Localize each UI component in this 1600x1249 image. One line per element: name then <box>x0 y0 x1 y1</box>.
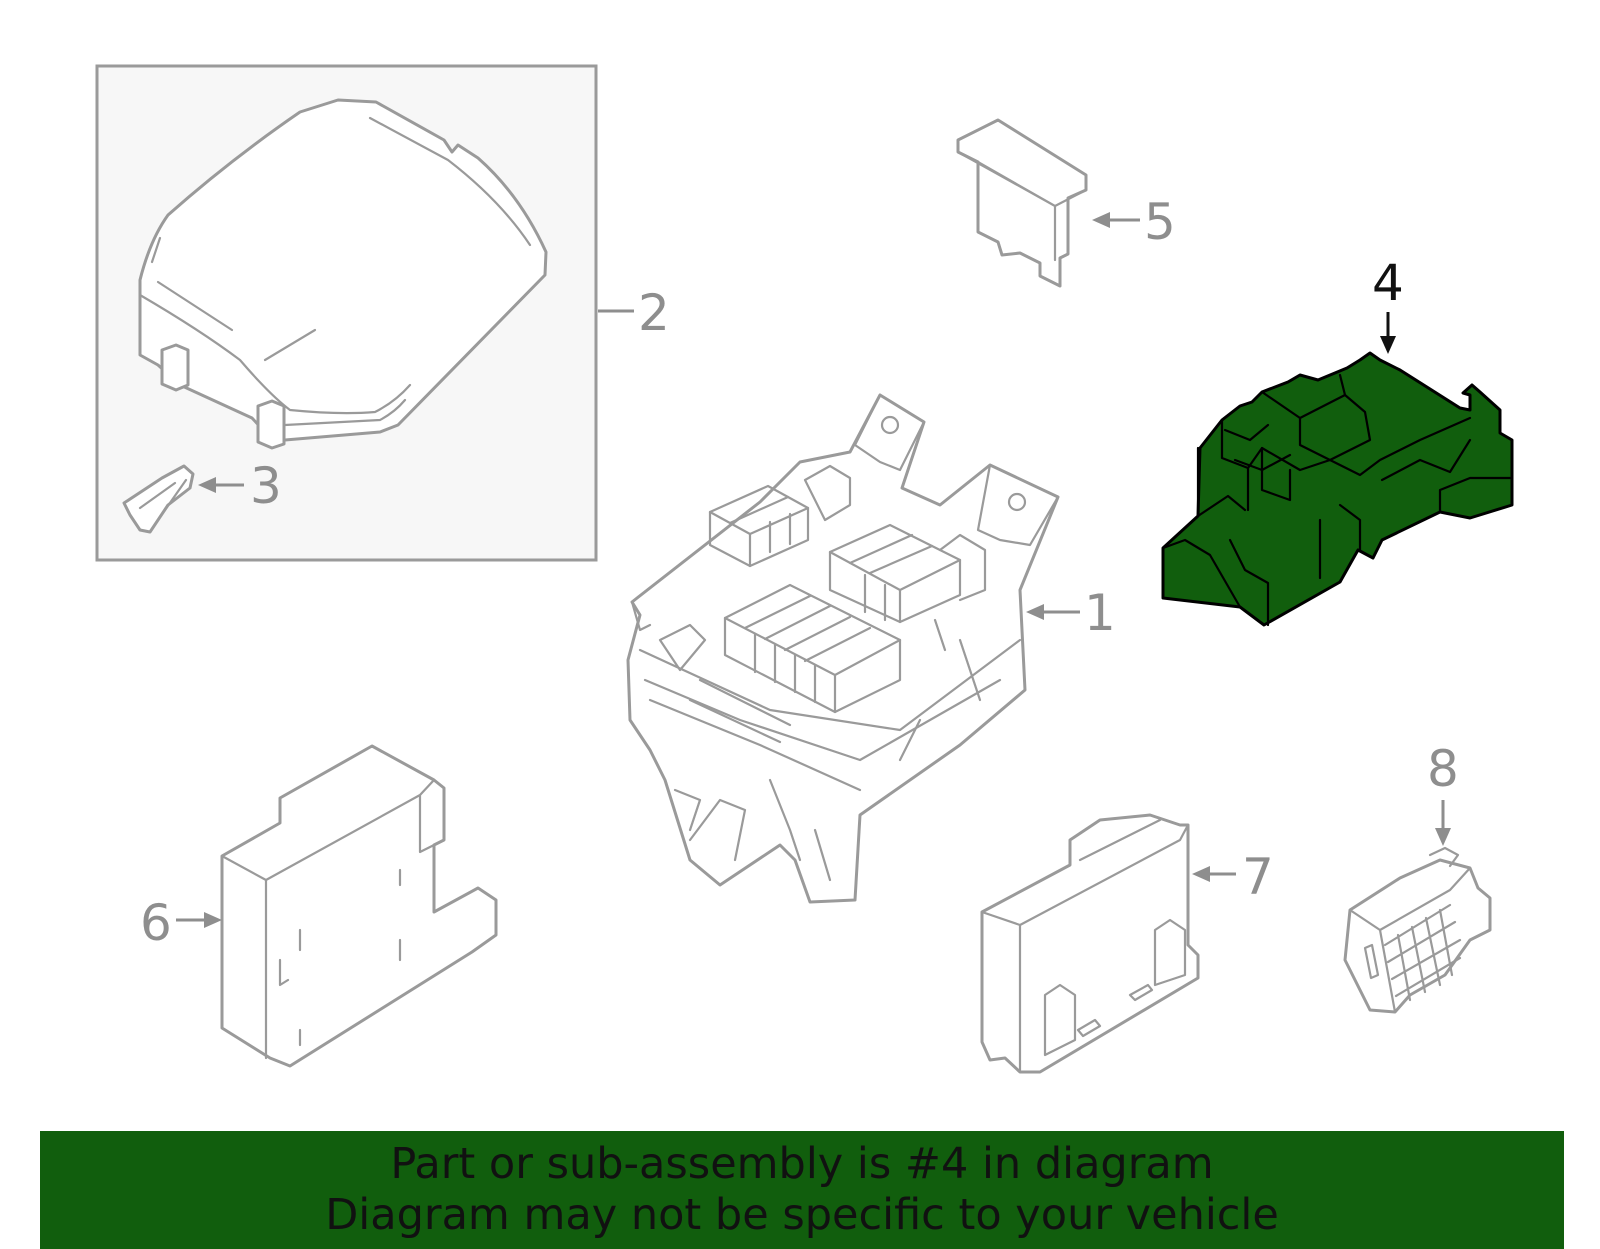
part-4-relay-block[interactable] <box>1161 351 1514 627</box>
part-2-cover <box>138 98 548 442</box>
part-5-connector[interactable] <box>956 118 1088 288</box>
part-8-connector[interactable] <box>1343 846 1492 1014</box>
banner-line-2: Diagram may not be specific to your vehi… <box>325 1190 1279 1240</box>
part-4-body <box>1161 351 1514 627</box>
callout-1: 1 <box>1084 584 1116 642</box>
callout-8: 8 <box>1427 740 1459 798</box>
callout-7: 7 <box>1242 848 1274 906</box>
part-6-module[interactable] <box>220 744 498 1068</box>
callout-3: 3 <box>250 457 282 515</box>
part-2-tab-left <box>160 343 190 392</box>
part-1-fuse-box[interactable] <box>626 393 1060 904</box>
callout-5: 5 <box>1144 193 1176 251</box>
callout-4: 4 <box>1372 254 1404 312</box>
callout-6: 6 <box>140 894 172 952</box>
part-2-tab-right <box>256 399 286 450</box>
banner-line-1: Part or sub-assembly is #4 in diagram <box>390 1139 1214 1189</box>
callout-2: 2 <box>638 284 670 342</box>
part-7-module[interactable] <box>980 813 1200 1074</box>
info-banner: Part or sub-assembly is #4 in diagram Di… <box>40 1131 1564 1249</box>
